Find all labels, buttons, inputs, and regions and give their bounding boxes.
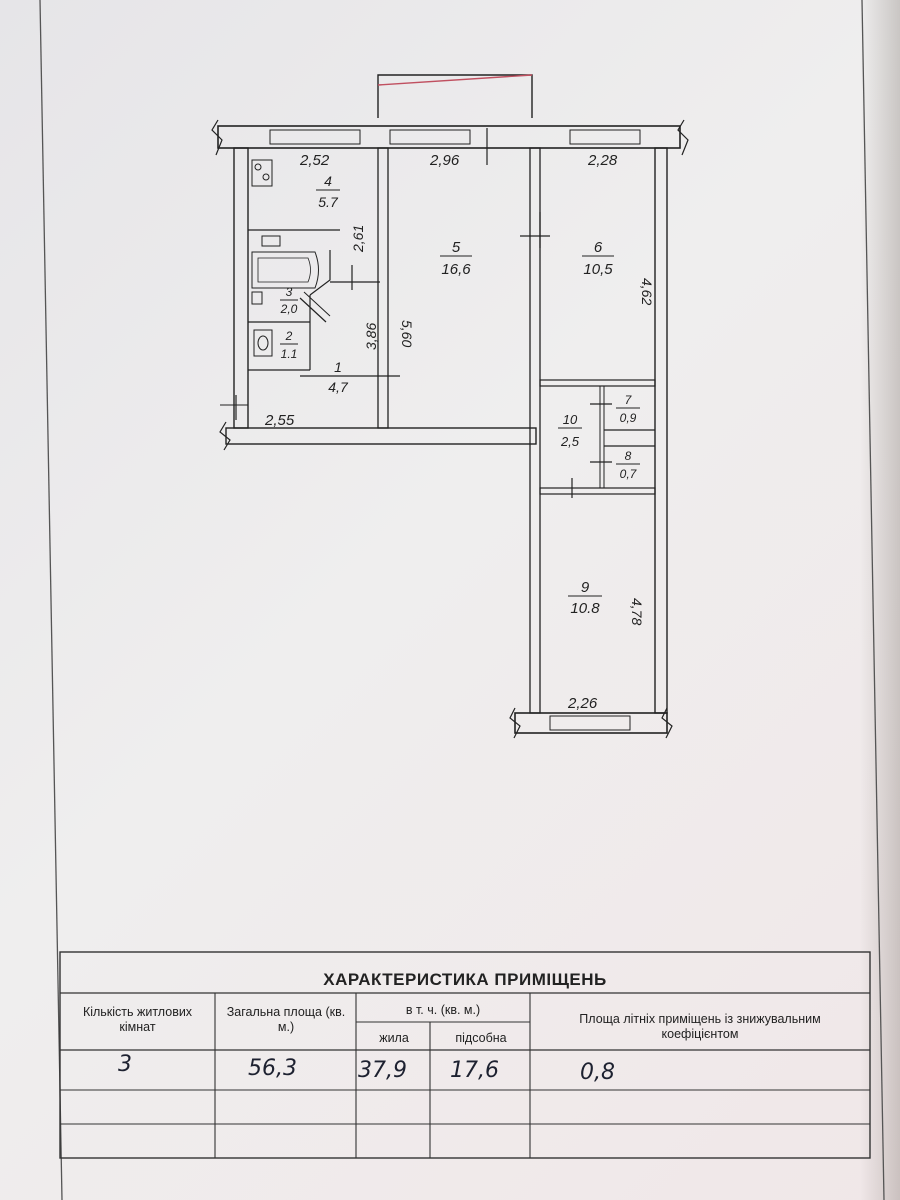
dim-room9-depth: 4,78	[629, 598, 645, 625]
room-number: 10	[563, 412, 578, 427]
break-mark	[509, 707, 521, 739]
room-number: 9	[581, 579, 590, 596]
room-label: 2 1.1	[280, 329, 298, 361]
break-mark	[211, 119, 223, 156]
room-area: 2,0	[280, 302, 298, 316]
room-number: 1	[334, 359, 342, 375]
break-mark	[661, 707, 673, 739]
dim-room5-depth: 5,60	[399, 320, 415, 347]
room-label: 8 0,7	[616, 449, 640, 481]
frame-left-line	[39, 0, 63, 1200]
door-bath	[299, 297, 327, 323]
dim-kitchen-depth: 2,61	[350, 225, 366, 253]
room-label: 6 10,5	[582, 239, 614, 278]
room-area: 1.1	[281, 347, 298, 361]
window-room6	[569, 129, 641, 145]
toilet-icon	[253, 329, 273, 357]
window-kitchen	[269, 129, 361, 145]
wall-kitchen-room5	[377, 147, 389, 429]
room-label: 4 5.7	[316, 173, 340, 210]
burner-icon	[254, 163, 262, 171]
bottom-outer-wall	[514, 712, 668, 734]
dim-kitchen-width: 2,52	[299, 152, 330, 169]
header-including: в т. ч. (кв. м.)	[405, 1003, 481, 1017]
value-summer-area: 0,8	[580, 1060, 615, 1085]
wall-closets	[599, 385, 605, 489]
table-border	[59, 951, 871, 1159]
balcony-outline	[377, 74, 533, 118]
room-label: 9 10.8	[568, 579, 602, 617]
value-total-area: 56,3	[248, 1056, 297, 1081]
wall-room6-bottom	[539, 379, 656, 387]
table-title: ХАРАКТЕРИСТИКА ПРИМІЩЕНЬ	[323, 970, 607, 989]
wall-room9-top	[539, 487, 656, 495]
dim-hall-depth: 3,86	[363, 323, 379, 350]
value-living-area: 37,9	[358, 1058, 407, 1083]
room-area: 16,6	[441, 261, 471, 278]
value-auxiliary-area: 17,6	[450, 1058, 499, 1083]
bath-sink-icon	[251, 291, 263, 305]
header-total-area: Загальна площа (кв. м.)	[226, 1005, 346, 1034]
room-label: 10 2,5	[558, 412, 582, 449]
window-room9	[549, 715, 631, 731]
sink-icon	[261, 235, 281, 247]
burner-icon	[262, 173, 270, 181]
room-area: 2,5	[560, 434, 580, 449]
dim-room5-width: 2,96	[429, 152, 460, 169]
value-living-rooms-count: 3	[118, 1052, 132, 1077]
room-area: 10.8	[570, 600, 600, 617]
header-summer-area: Площа літніх приміщень із знижувальним к…	[579, 1012, 821, 1041]
room-number: 2	[285, 329, 293, 343]
room-number: 5	[452, 239, 461, 256]
stove-icon	[251, 159, 273, 187]
header-auxiliary-area: підсобна	[455, 1031, 507, 1045]
dim-hall-width: 2,55	[264, 412, 295, 429]
frame-right-line	[861, 0, 885, 1200]
header-living-area: жила	[379, 1031, 409, 1045]
dim-room6-depth: 4,62	[639, 278, 655, 305]
room-number: 6	[594, 239, 603, 256]
room-number: 3	[286, 285, 293, 299]
room-label: 5 16,6	[440, 239, 472, 278]
room-number: 8	[625, 449, 632, 463]
room-area: 0,7	[620, 467, 638, 481]
window-room5	[389, 129, 471, 145]
door-bath-2	[303, 291, 331, 317]
room-number: 7	[625, 393, 633, 407]
dim-room9-width: 2,26	[567, 695, 598, 712]
toilet-bowl-icon	[257, 335, 269, 351]
room-label: 1 4,7	[328, 359, 349, 395]
header-living-rooms-count: Кількість житлових кімнат	[82, 1005, 193, 1034]
room-area: 10,5	[583, 261, 613, 278]
room-number: 4	[324, 173, 332, 189]
room-area: 5.7	[318, 194, 339, 210]
wall-bath-angled	[309, 250, 331, 296]
room-area: 0,9	[620, 411, 637, 425]
room-label: 7 0,9	[616, 393, 640, 425]
break-mark	[677, 119, 689, 156]
room-area: 4,7	[328, 379, 349, 395]
bathtub-inner-icon	[257, 257, 311, 283]
bathtub-icon	[251, 251, 319, 289]
room-label: 3 2,0	[280, 285, 298, 316]
dim-room6-width: 2,28	[587, 152, 618, 169]
balcony-red-line	[377, 74, 533, 86]
break-mark	[219, 421, 231, 451]
top-outer-wall	[217, 125, 681, 149]
